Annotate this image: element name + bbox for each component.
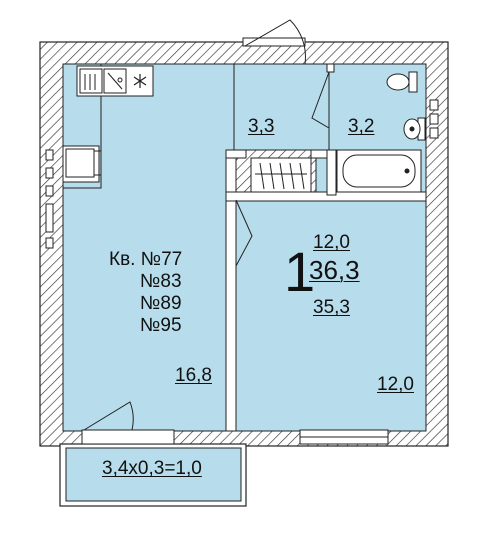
apartment-number-2: №83 [140,271,182,292]
total-area: 36,3 [309,255,360,285]
entrance-door [242,19,306,65]
room-area-hall: 3,3 [248,116,275,137]
living-area: 12,0 [313,232,350,253]
stove [62,145,101,183]
room-area-bathroom: 3,2 [348,116,375,137]
balcony [65,447,242,502]
room-area-bedroom: 12,0 [377,374,414,395]
bathtub [336,149,422,193]
apartment-number-4: №95 [140,315,182,336]
bottom-window [299,429,389,445]
total-area-without-balcony: 35,3 [313,297,350,318]
bedroom [235,199,427,432]
balcony-door [81,401,175,445]
apartment-number-3: №89 [140,293,182,314]
apartment-number-1: Кв. №77 [109,249,183,270]
room-area-main: 16,8 [175,365,212,386]
fan-icon [133,74,147,88]
toilet [386,71,418,93]
partitions [225,63,427,432]
room-fills [62,63,427,502]
wardrobe [250,157,312,193]
washbasin [403,117,426,141]
hall [233,63,330,151]
bathroom-vents [429,99,439,139]
interior-doors [235,71,330,267]
balcony-area: 3,4x0,3=1,0 [102,458,202,479]
left-window-marks [45,149,54,249]
kitchen-counter-vertical [63,96,102,189]
room-count: 1 [284,240,316,303]
